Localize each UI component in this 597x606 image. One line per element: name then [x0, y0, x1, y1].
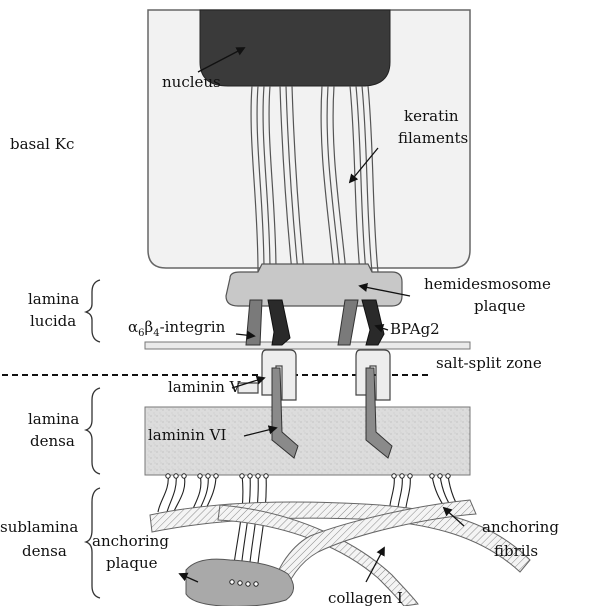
- alpha6-beta4-integrin: [246, 300, 358, 345]
- nucleus-label: nucleus: [162, 73, 221, 91]
- sublamina-densa-label-line1: sublamina: [0, 518, 78, 536]
- keratin-label-line2: filaments: [398, 129, 468, 147]
- hemidesmosome-label-line2: plaque: [474, 297, 526, 315]
- anchoring-plaque-label-line1: anchoring: [92, 532, 169, 550]
- salt-split-zone-label: salt-split zone: [436, 354, 542, 372]
- region-braces: [86, 280, 100, 598]
- bpag2-label: BPAg2: [390, 320, 440, 338]
- lamina-lucida-label-line1: lamina: [28, 290, 79, 308]
- nucleus-shape: [200, 10, 390, 86]
- integrin-label: α6β4-integrin: [128, 318, 226, 339]
- anchoring-fibrils-label-line2: fibrils: [494, 542, 538, 560]
- laminin-vi-label: laminin VI: [148, 426, 226, 444]
- laminin-v-label: laminin V: [168, 378, 242, 396]
- lamina-lucida-label-line2: lucida: [30, 312, 76, 330]
- hemidesmosome-label-line1: hemidesmosome: [424, 275, 551, 293]
- anchoring-plaque-label-line2: plaque: [106, 554, 158, 572]
- collagen-i-label: collagen I: [328, 589, 403, 606]
- keratin-label-line1: keratin: [404, 107, 459, 125]
- lamina-densa-label-line1: lamina: [28, 410, 79, 428]
- anchoring-fibrils-label-line1: anchoring: [482, 518, 559, 536]
- plasma-membrane-line: [145, 342, 470, 349]
- bpag2-protein: [362, 300, 384, 345]
- lamina-densa-label-line2: densa: [30, 432, 75, 450]
- sublamina-densa-label-line2: densa: [22, 542, 67, 560]
- basal-kc-label: basal Kc: [10, 135, 74, 153]
